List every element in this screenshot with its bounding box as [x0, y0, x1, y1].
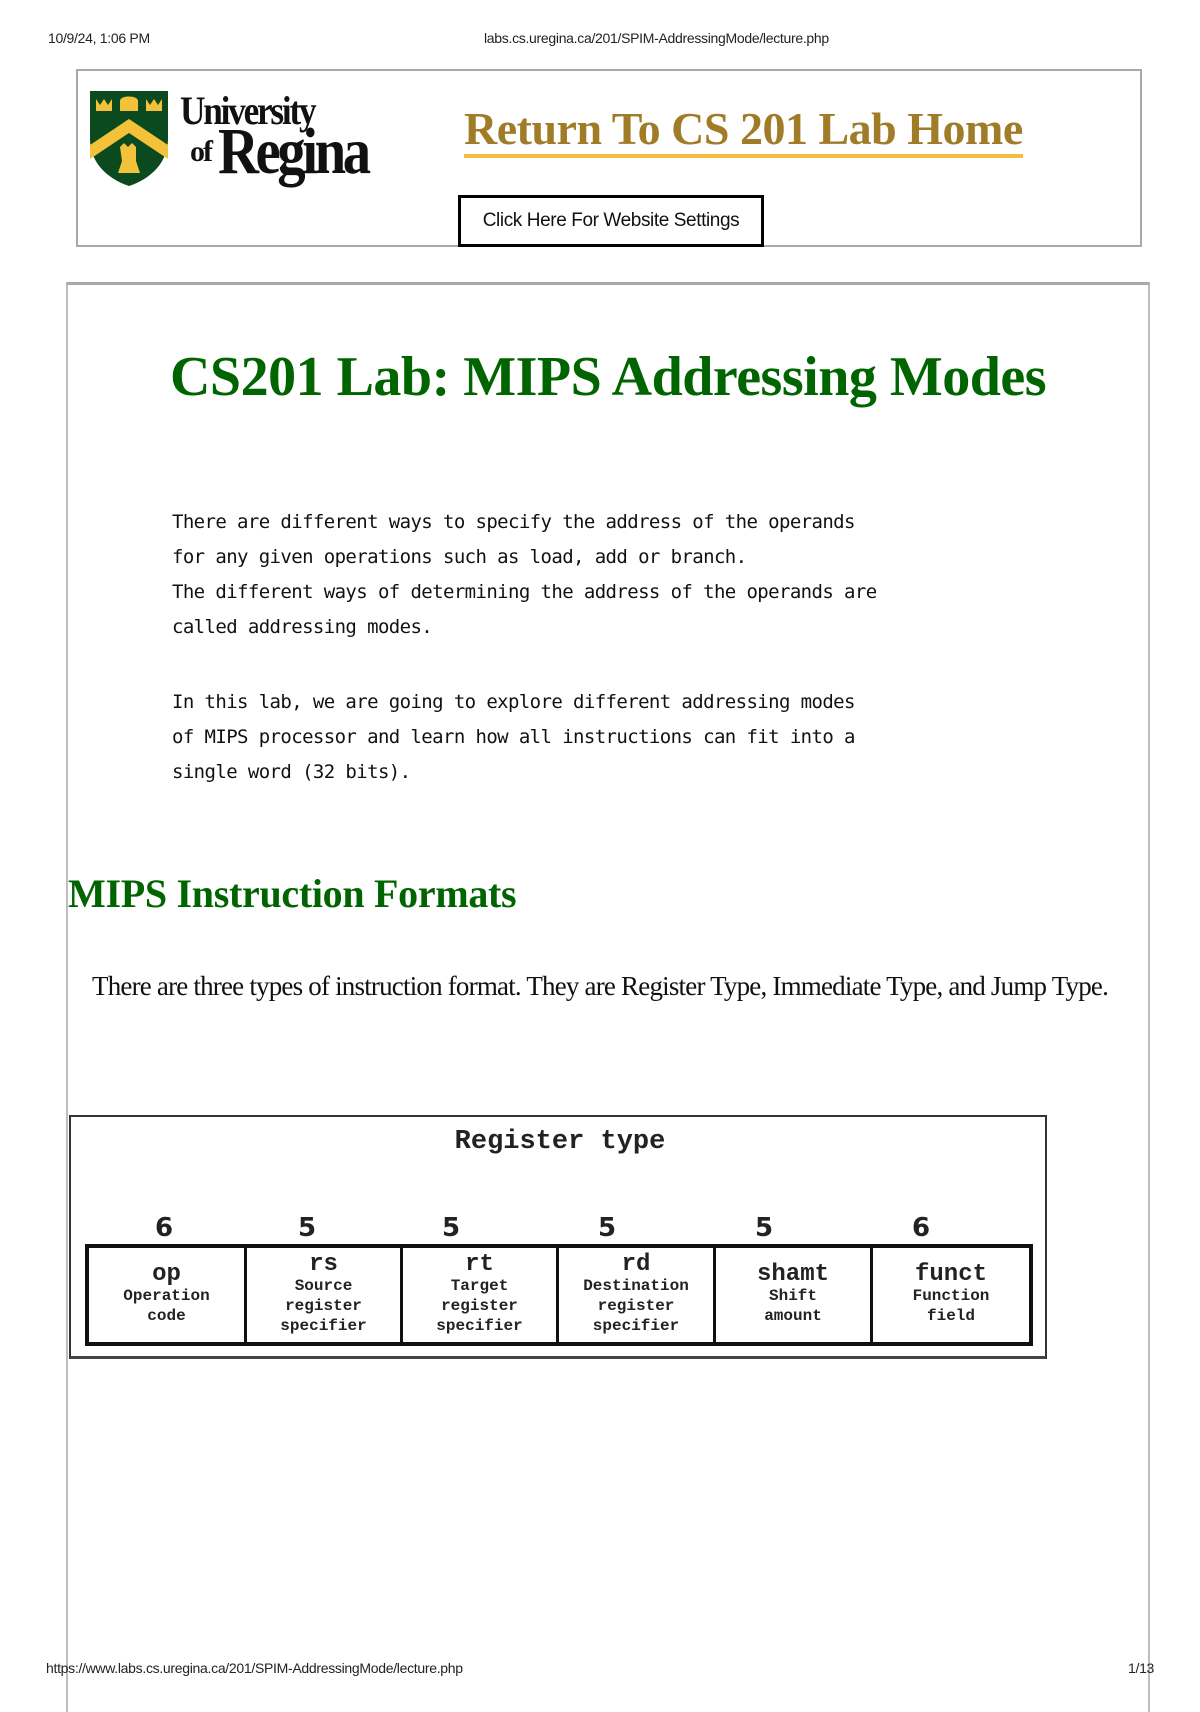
field-desc: Function field — [912, 1287, 990, 1325]
bit-width-rs: 5 — [297, 1213, 317, 1243]
register-type-diagram: Register type 6 5 5 5 5 6 op Operation c… — [69, 1115, 1047, 1359]
section-heading-instruction-formats: MIPS Instruction Formats — [68, 871, 517, 916]
field-abbr: shamt — [756, 1261, 829, 1288]
field-shamt: shamt Shift amount — [716, 1248, 873, 1342]
intro-paragraph-lab: In this lab, we are going to explore dif… — [172, 691, 855, 783]
logo-of: of — [190, 135, 213, 168]
diagram-title: Register type — [454, 1127, 666, 1157]
field-abbr: rt — [465, 1251, 494, 1278]
field-desc: Target register specifier — [436, 1277, 523, 1335]
print-footer-url: https://www.labs.cs.uregina.ca/201/SPIM-… — [46, 1660, 463, 1676]
field-desc: Shift amount — [764, 1287, 822, 1325]
main-content: CS201 Lab: MIPS Addressing Modes There a… — [66, 282, 1150, 1712]
bit-width-row: 6 5 5 5 5 6 — [85, 1213, 1035, 1245]
print-footer: https://www.labs.cs.uregina.ca/201/SPIM-… — [0, 1660, 1200, 1680]
section-text: There are three types of instruction for… — [92, 971, 1109, 1001]
bit-width-funct: 6 — [911, 1213, 931, 1243]
field-rt: rt Target register specifier — [403, 1248, 559, 1342]
page-title: CS201 Lab: MIPS Addressing Modes — [169, 346, 1047, 408]
field-abbr: op — [152, 1261, 181, 1288]
field-desc: Destination register specifier — [583, 1277, 689, 1335]
logo-line-regina: Regina — [218, 115, 371, 188]
bit-width-op: 6 — [154, 1213, 174, 1243]
print-datetime: 10/9/24, 1:06 PM — [48, 30, 150, 46]
field-boxes: op Operation code rs Source register spe… — [85, 1244, 1033, 1346]
logo-line-university: University — [180, 88, 317, 133]
print-header: 10/9/24, 1:06 PM labs.cs.uregina.ca/201/… — [0, 30, 1200, 50]
bit-width-shamt: 5 — [754, 1213, 774, 1243]
bit-width-rd: 5 — [597, 1213, 617, 1243]
university-logo[interactable]: University of Regina — [88, 89, 388, 189]
return-home-link[interactable]: Return To CS 201 Lab Home — [464, 104, 1023, 158]
field-desc: Source register specifier — [280, 1277, 367, 1335]
field-abbr: rs — [309, 1251, 338, 1278]
page-number: 1/13 — [1128, 1660, 1155, 1676]
site-banner: University of Regina Return To CS 201 La… — [76, 69, 1142, 247]
field-op: op Operation code — [89, 1248, 247, 1342]
shield-crest-icon — [90, 91, 168, 186]
print-page-url: labs.cs.uregina.ca/201/SPIM-AddressingMo… — [484, 30, 829, 46]
field-rd: rd Destination register specifier — [559, 1248, 716, 1342]
field-abbr: funct — [914, 1261, 987, 1288]
bit-width-rt: 5 — [441, 1213, 461, 1243]
field-rs: rs Source register specifier — [247, 1248, 403, 1342]
field-desc: Operation code — [123, 1287, 210, 1325]
field-abbr: rd — [621, 1251, 651, 1278]
field-funct: funct Function field — [873, 1248, 1029, 1342]
intro-paragraph: There are different ways to specify the … — [172, 511, 877, 638]
website-settings-button[interactable]: Click Here For Website Settings — [458, 195, 764, 247]
